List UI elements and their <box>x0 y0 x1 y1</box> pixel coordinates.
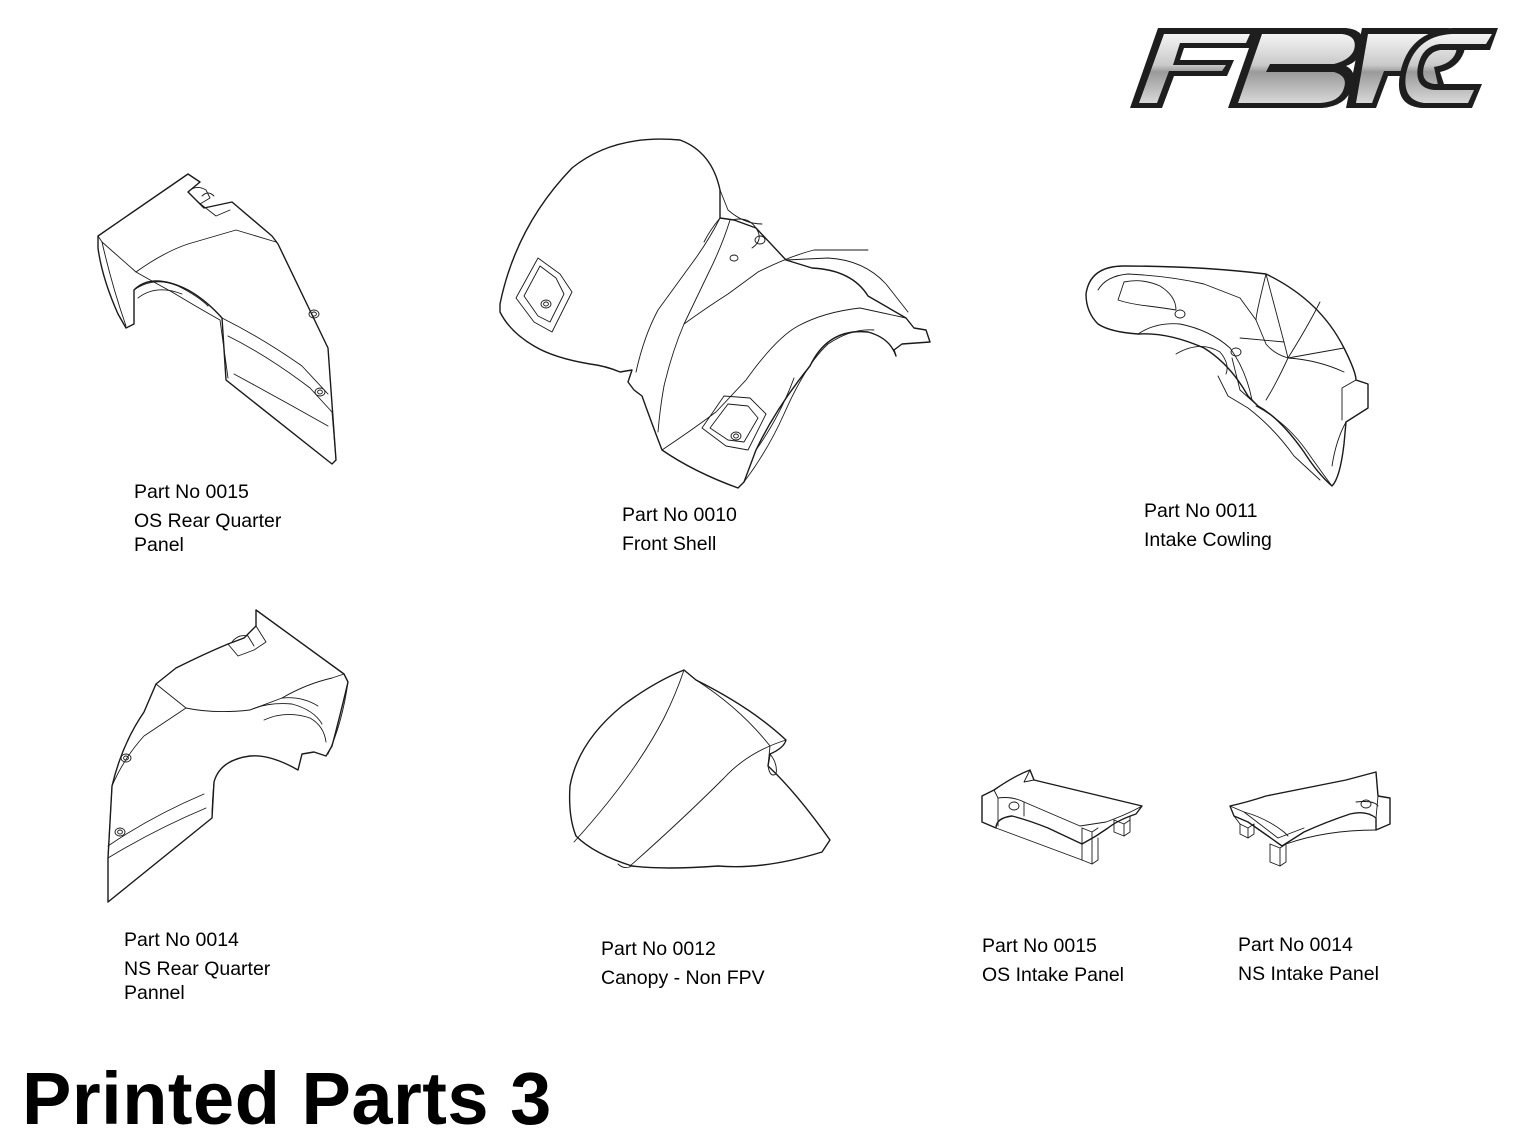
part-number: Part No 0015 <box>134 481 249 503</box>
part-name: NS Intake Panel <box>1238 963 1379 985</box>
part-number: Part No 0015 <box>982 935 1097 957</box>
caption-canopy-non-fpv: Part No 0012 Canopy - Non FPV <box>601 937 765 990</box>
part-number: Part No 0014 <box>124 929 239 951</box>
part-name: OS Intake Panel <box>982 964 1125 986</box>
caption-front-shell: Part No 0010 Front Shell <box>622 503 737 556</box>
part-name: Canopy - Non FPV <box>601 967 765 989</box>
fbrc-logo-graphic <box>1130 28 1498 108</box>
caption-os-intake-panel: Part No 0015 OS Intake Panel <box>982 934 1124 987</box>
ns-rear-quarter-panel-drawing <box>104 606 350 904</box>
os-rear-quarter-panel-drawing <box>92 168 348 466</box>
ns-intake-panel-drawing <box>1226 766 1394 868</box>
part-number: Part No 0014 <box>1238 934 1353 956</box>
os-intake-panel-drawing <box>978 766 1146 866</box>
part-number: Part No 0012 <box>601 938 716 960</box>
part-number: Part No 0011 <box>1144 500 1258 522</box>
part-name: Intake Cowling <box>1144 529 1272 551</box>
page-title: Printed Parts 3 <box>22 1057 552 1140</box>
intake-cowling-drawing <box>1080 260 1370 490</box>
caption-os-rear-quarter-panel: Part No 0015 OS Rear Quarter Panel <box>134 480 281 557</box>
part-number: Part No 0010 <box>622 504 737 526</box>
caption-ns-intake-panel: Part No 0014 NS Intake Panel <box>1238 933 1379 986</box>
caption-intake-cowling: Part No 0011 Intake Cowling <box>1144 499 1272 552</box>
caption-ns-rear-quarter-panel: Part No 0014 NS Rear Quarter Pannel <box>124 928 270 1005</box>
part-name: Panel <box>134 534 184 556</box>
fbrc-logo <box>1122 20 1502 116</box>
part-name: NS Rear Quarter <box>124 958 271 980</box>
part-name: Pannel <box>124 982 185 1004</box>
canopy-drawing <box>564 666 832 872</box>
part-name: OS Rear Quarter <box>134 510 282 532</box>
part-name: Front Shell <box>622 533 717 555</box>
front-shell-drawing <box>494 132 931 490</box>
